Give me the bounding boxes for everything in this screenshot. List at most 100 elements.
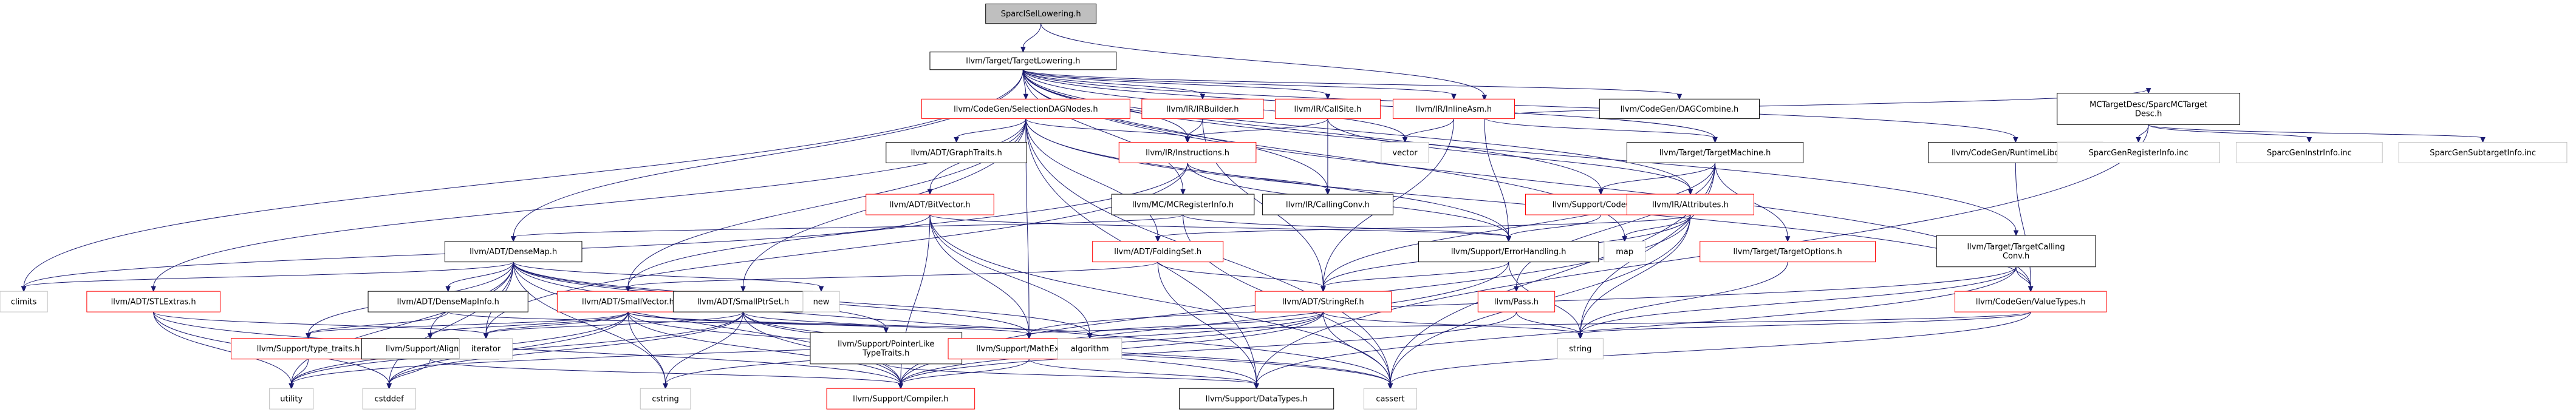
edge-line <box>513 262 1391 385</box>
edge-arrowhead <box>898 383 904 390</box>
node-densemap[interactable]: llvm/ADT/DenseMap.h <box>444 241 583 263</box>
node-datatypes[interactable]: llvm/Support/DataTypes.h <box>1179 388 1334 410</box>
edge-arrowhead <box>1387 383 1393 390</box>
node-box <box>362 388 416 410</box>
node-targetoptions[interactable]: llvm/Target/TargetOptions.h <box>1700 241 1876 263</box>
node-irbuilder[interactable]: llvm/IR/IRBuilder.h <box>1141 98 1264 120</box>
node-foldingset[interactable]: llvm/ADT/FoldingSet.h <box>1092 241 1224 263</box>
edge-line <box>153 312 292 385</box>
edge-arrowhead <box>386 383 392 390</box>
node-box <box>826 388 975 410</box>
edge-arrowhead <box>151 286 156 292</box>
edge-line <box>1256 266 2017 385</box>
edge-line <box>1484 89 2149 118</box>
node-box <box>2057 93 2241 125</box>
node-label: llvm/IR/IRBuilder.h <box>1166 105 1238 114</box>
node-sparcsubtarget: SparcGenSubtargetInfo.inc <box>2398 141 2567 163</box>
edge-arrowhead <box>1712 137 1718 143</box>
node-errorhandling[interactable]: llvm/Support/ErrorHandling.h <box>1418 241 1599 263</box>
node-attributes[interactable]: llvm/IR/Attributes.h <box>1626 194 1754 215</box>
node-label: llvm/Support/MathExtras.h <box>976 345 1082 354</box>
edge-arrowhead <box>818 286 824 292</box>
node-graphtraits[interactable]: llvm/ADT/GraphTraits.h <box>886 141 1027 163</box>
node-valuetypes[interactable]: llvm/CodeGen/ValueTypes.h <box>1954 291 2107 312</box>
node-box <box>1092 241 1224 263</box>
node-label: algorithm <box>1071 345 1109 354</box>
node-targetmachine[interactable]: llvm/Target/TargetMachine.h <box>1626 141 1804 163</box>
edge-line <box>291 359 309 385</box>
node-pass[interactable]: llvm/Pass.h <box>1477 291 1556 312</box>
edge-arrowhead <box>1200 93 1206 100</box>
node-box <box>2398 141 2567 163</box>
node-instructions[interactable]: llvm/IR/Instructions.h <box>1118 141 1257 163</box>
node-compiler[interactable]: llvm/Support/Compiler.h <box>826 388 975 410</box>
edge-line <box>929 215 1030 334</box>
edge-sparch-to-mcsparcdesc <box>1484 88 2151 118</box>
edge-smallvector-to-typetraits <box>306 311 629 339</box>
edge-line <box>448 262 514 288</box>
node-smallptrset[interactable]: llvm/ADT/SmallPtrSet.h <box>672 291 813 312</box>
node-callingconv[interactable]: llvm/IR/CallingConv.h <box>1262 194 1393 215</box>
edge-line <box>1484 117 1716 138</box>
edge-line <box>1404 118 1454 138</box>
edge-arrowhead <box>1184 137 1191 143</box>
node-stlextras[interactable]: llvm/ADT/STLExtras.h <box>86 291 220 312</box>
edge-line <box>627 311 1090 335</box>
node-label: llvm/Target/TargetOptions.h <box>1733 248 1842 257</box>
node-box <box>0 291 48 312</box>
node-box <box>672 291 813 312</box>
edge-arrowhead <box>1598 189 1604 195</box>
edge-line <box>1580 262 1788 334</box>
node-label: cstring <box>652 395 678 404</box>
node-seldag[interactable]: llvm/CodeGen/SelectionDAGNodes.h <box>921 98 1130 120</box>
node-mcreginfo[interactable]: llvm/MC/MCRegisterInfo.h <box>1111 194 1255 215</box>
edge-seldag-to-errorhandling <box>1025 118 1511 242</box>
edge-mcsparcdesc-to-sparcinstrinfo <box>2148 124 2312 143</box>
edge-line <box>1028 359 1257 385</box>
node-label: llvm/Target/TargetMachine.h <box>1659 149 1771 158</box>
edge-line <box>1022 69 1680 95</box>
node-utility: utility <box>269 388 314 410</box>
edge-arrowhead <box>883 327 889 334</box>
edge-line <box>1187 118 1203 138</box>
node-box <box>866 194 994 215</box>
edge-arrowhead <box>1087 333 1093 339</box>
node-vector: vector <box>1381 141 1429 163</box>
edge-line <box>627 311 1030 335</box>
edge-arrowhead <box>954 137 959 143</box>
edge-arrowhead <box>1577 333 1584 339</box>
node-box <box>1599 98 1760 120</box>
node-inlineasm[interactable]: llvm/IR/InlineAsm.h <box>1392 98 1515 120</box>
node-label: llvm/Target/TargetCalling <box>1967 243 2065 252</box>
node-box <box>2057 141 2220 163</box>
node-callsite[interactable]: llvm/IR/CallSite.h <box>1274 98 1381 120</box>
node-densemapinfo[interactable]: llvm/ADT/DenseMapInfo.h <box>367 291 528 312</box>
edge-targetmachine-to-stringref <box>1320 163 1716 292</box>
edge-line <box>1025 118 1188 138</box>
edge-line <box>1322 311 1581 335</box>
edge-arrowhead <box>1325 189 1331 195</box>
edge-mathextras-to-compiler <box>898 359 1030 390</box>
edge-line <box>513 262 822 288</box>
edge-arrowhead <box>289 383 295 390</box>
node-typetraits[interactable]: llvm/Support/type_traits.h <box>230 338 386 360</box>
node-label: llvm/Pass.h <box>1494 298 1539 307</box>
node-label: llvm/ADT/FoldingSet.h <box>1114 248 1201 257</box>
edge-arrowhead <box>2028 286 2034 292</box>
node-stringref[interactable]: llvm/ADT/StringRef.h <box>1254 291 1392 312</box>
node-tl[interactable]: llvm/Target/TargetLowering.h <box>929 52 1117 70</box>
edge-root-to-tl <box>1020 23 1042 53</box>
node-bitvector[interactable]: llvm/ADT/BitVector.h <box>866 194 994 215</box>
edge-line <box>389 312 743 385</box>
edge-line <box>1089 311 1324 335</box>
node-root: SparcISelLowering.h <box>985 3 1097 24</box>
edge-instructions-to-callingconv <box>1187 163 1331 195</box>
edge-targetcallingconv-to-string <box>1577 266 2017 339</box>
edge-line <box>485 311 743 335</box>
node-dagcombine[interactable]: llvm/CodeGen/DAGCombine.h <box>1599 98 1760 120</box>
edge-arrowhead <box>1514 286 1519 292</box>
